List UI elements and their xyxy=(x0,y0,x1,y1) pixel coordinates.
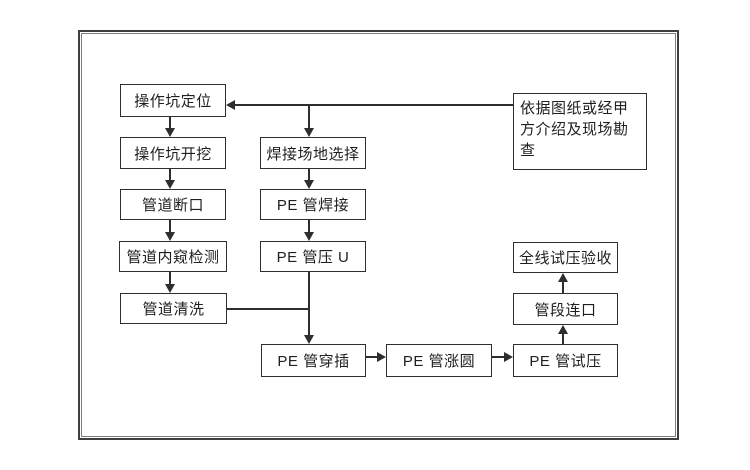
edge-welding-site-to-pe-welding-arrowhead xyxy=(304,180,314,189)
edge-pit-excavation-to-pipe-cut-line xyxy=(169,169,171,180)
node-section-connection: 管段连口 xyxy=(513,293,618,325)
node-pe-welding: PE 管焊接 xyxy=(260,189,366,220)
node-pe-press-u: PE 管压 U xyxy=(260,241,366,272)
edge-pit-excavation-to-pipe-cut-arrowhead xyxy=(165,180,175,189)
edge-pit-positioning-to-pit-excavation-line xyxy=(169,117,171,128)
edge-pipe-cleaning-merge-line xyxy=(227,308,309,310)
edge-pit-positioning-to-pit-excavation-arrowhead xyxy=(165,128,175,137)
edge-pe-insertion-to-pe-rounding-arrowhead xyxy=(377,352,386,362)
edge-pe-press-u-to-pe-insertion-arrowhead xyxy=(304,335,314,344)
node-pit-positioning: 操作坑定位 xyxy=(120,84,226,117)
edge-section-connection-to-full-line-acceptance-arrowhead xyxy=(558,273,568,282)
edge-pe-pressure-test-to-section-connection-line xyxy=(562,334,564,344)
node-pit-excavation: 操作坑开挖 xyxy=(120,137,226,169)
node-pipe-cut: 管道断口 xyxy=(120,189,226,220)
edge-pe-press-u-to-pe-insertion-line xyxy=(308,272,310,335)
edge-survey-to-welding-site-line xyxy=(308,105,310,128)
edge-welding-site-to-pe-welding-line xyxy=(308,169,310,180)
node-survey: 依据图纸或经甲方介绍及现场勘查 xyxy=(513,93,647,170)
edge-pipe-cut-to-pipe-inspection-arrowhead xyxy=(165,232,175,241)
edge-pe-rounding-to-pe-pressure-test-arrowhead xyxy=(504,352,513,362)
node-pipe-cleaning: 管道清洗 xyxy=(120,293,227,324)
edge-pipe-cut-to-pipe-inspection-line xyxy=(169,220,171,232)
edge-pipe-inspection-to-pipe-cleaning-line xyxy=(169,272,171,284)
edge-survey-to-pit-positioning-line xyxy=(235,104,513,106)
edge-survey-to-welding-site-arrowhead xyxy=(304,128,314,137)
node-pe-rounding: PE 管涨圆 xyxy=(386,344,492,377)
edge-pe-rounding-to-pe-pressure-test-line xyxy=(492,356,504,358)
node-full-line-acceptance: 全线试压验收 xyxy=(513,242,618,273)
node-welding-site: 焊接场地选择 xyxy=(260,137,366,169)
edge-pe-pressure-test-to-section-connection-arrowhead xyxy=(558,325,568,334)
edge-pipe-inspection-to-pipe-cleaning-arrowhead xyxy=(165,284,175,293)
node-pe-pressure-test: PE 管试压 xyxy=(513,344,618,377)
edge-section-connection-to-full-line-acceptance-line xyxy=(562,282,564,293)
node-pe-insertion: PE 管穿插 xyxy=(261,344,366,377)
edge-pe-welding-to-pe-press-u-line xyxy=(308,220,310,232)
edge-survey-to-pit-positioning-arrowhead xyxy=(226,100,235,110)
edge-pe-welding-to-pe-press-u-arrowhead xyxy=(304,232,314,241)
node-pipe-inspection: 管道内窥检测 xyxy=(119,241,227,272)
edge-pe-insertion-to-pe-rounding-line xyxy=(366,356,377,358)
